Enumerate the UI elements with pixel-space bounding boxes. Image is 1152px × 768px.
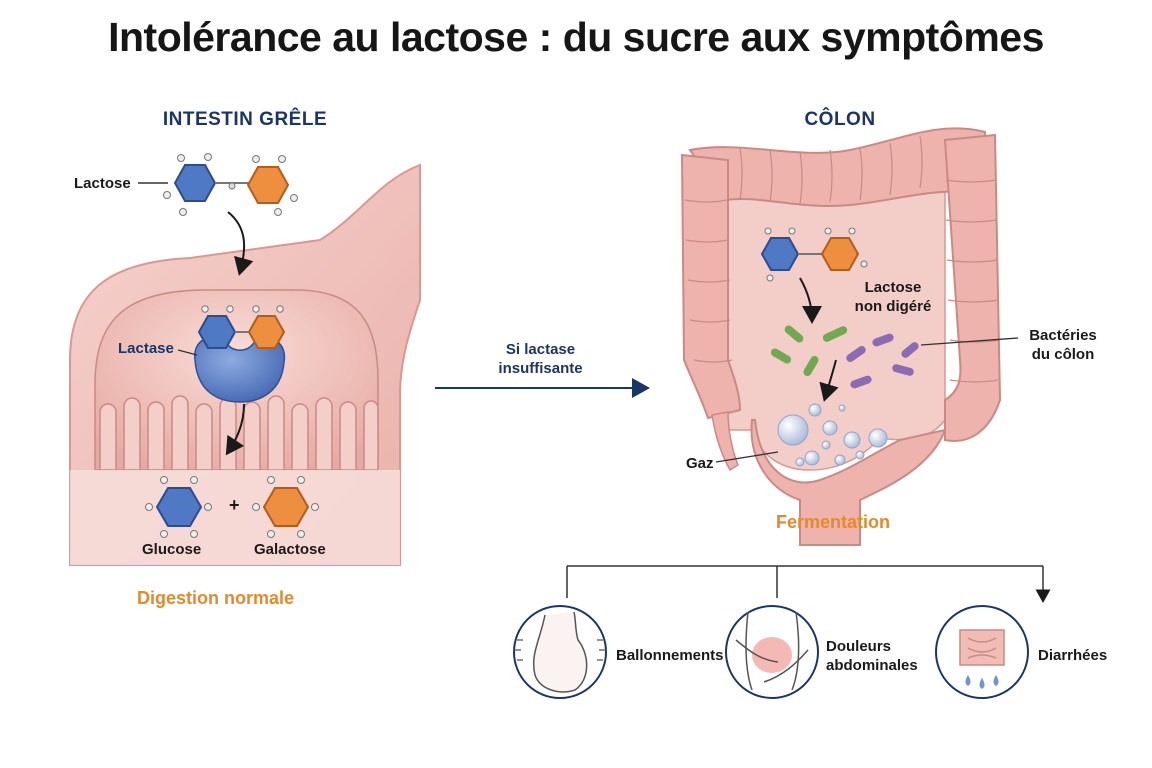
symptom-abdominal-pain-label: Douleurs abdominales bbox=[826, 637, 918, 675]
insufficient-lactase-line2: insuffisante bbox=[498, 360, 583, 377]
arrow-lactose-to-bacteria bbox=[799, 277, 822, 324]
symptom-abdominal-pain-line1: Douleurs bbox=[826, 638, 892, 655]
symptom-diarrhea-label: Diarrhées bbox=[1038, 647, 1108, 664]
normal-digestion-caption: Digestion normale bbox=[137, 588, 295, 608]
bloated-belly-icon bbox=[513, 605, 607, 699]
lactase-enzyme bbox=[194, 305, 286, 403]
colon-bacteria-line2: du côlon bbox=[1031, 346, 1095, 363]
arrow-lactase-to-products bbox=[225, 403, 245, 456]
undigested-lactose-molecule bbox=[760, 227, 868, 282]
galactose-molecule bbox=[252, 476, 319, 538]
glucose-molecule bbox=[145, 476, 212, 538]
undigested-lactose-label: Lactose non digéré bbox=[848, 278, 938, 316]
colon-bacteria-line1: Bactéries bbox=[1029, 327, 1097, 344]
insufficient-lactase-label: Si lactase insuffisante bbox=[478, 340, 603, 378]
glucose-label: Glucose bbox=[142, 541, 202, 558]
intestine-drops-icon bbox=[935, 605, 1029, 699]
plus-sign: + bbox=[229, 495, 240, 515]
symptom-abdominal-pain-line2: abdominales bbox=[826, 657, 918, 674]
colon-bacteria bbox=[770, 325, 919, 389]
gas-label: Gaz bbox=[686, 455, 714, 472]
colon-heading: CÔLON bbox=[804, 109, 876, 130]
lactase-label: Lactase bbox=[118, 340, 174, 357]
undigested-lactose-line2: non digéré bbox=[854, 298, 932, 315]
galactose-label: Galactose bbox=[254, 541, 326, 558]
page-title: Intolérance au lactose : du sucre aux sy… bbox=[108, 14, 1044, 60]
symptom-branches bbox=[566, 565, 1051, 603]
insufficient-lactase-line1: Si lactase bbox=[505, 341, 576, 358]
villi bbox=[99, 395, 379, 471]
small-intestine-heading: INTESTIN GRÊLE bbox=[162, 109, 328, 130]
abdominal-pain-icon bbox=[725, 605, 819, 699]
lactose-molecule bbox=[138, 153, 298, 216]
colon-bacteria-label: Bactéries du côlon bbox=[1018, 326, 1108, 364]
symptom-bloating-label: Ballonnements bbox=[616, 647, 724, 664]
arrow-bacteria-to-gas bbox=[819, 359, 839, 402]
gas-bubbles bbox=[777, 403, 888, 467]
undigested-lactose-line1: Lactose bbox=[864, 279, 922, 296]
arrow-lactose-to-lactase bbox=[227, 211, 254, 276]
lactose-label: Lactose bbox=[74, 175, 131, 192]
colon-illustration bbox=[680, 127, 1002, 546]
fermentation-caption: Fermentation bbox=[776, 512, 891, 532]
